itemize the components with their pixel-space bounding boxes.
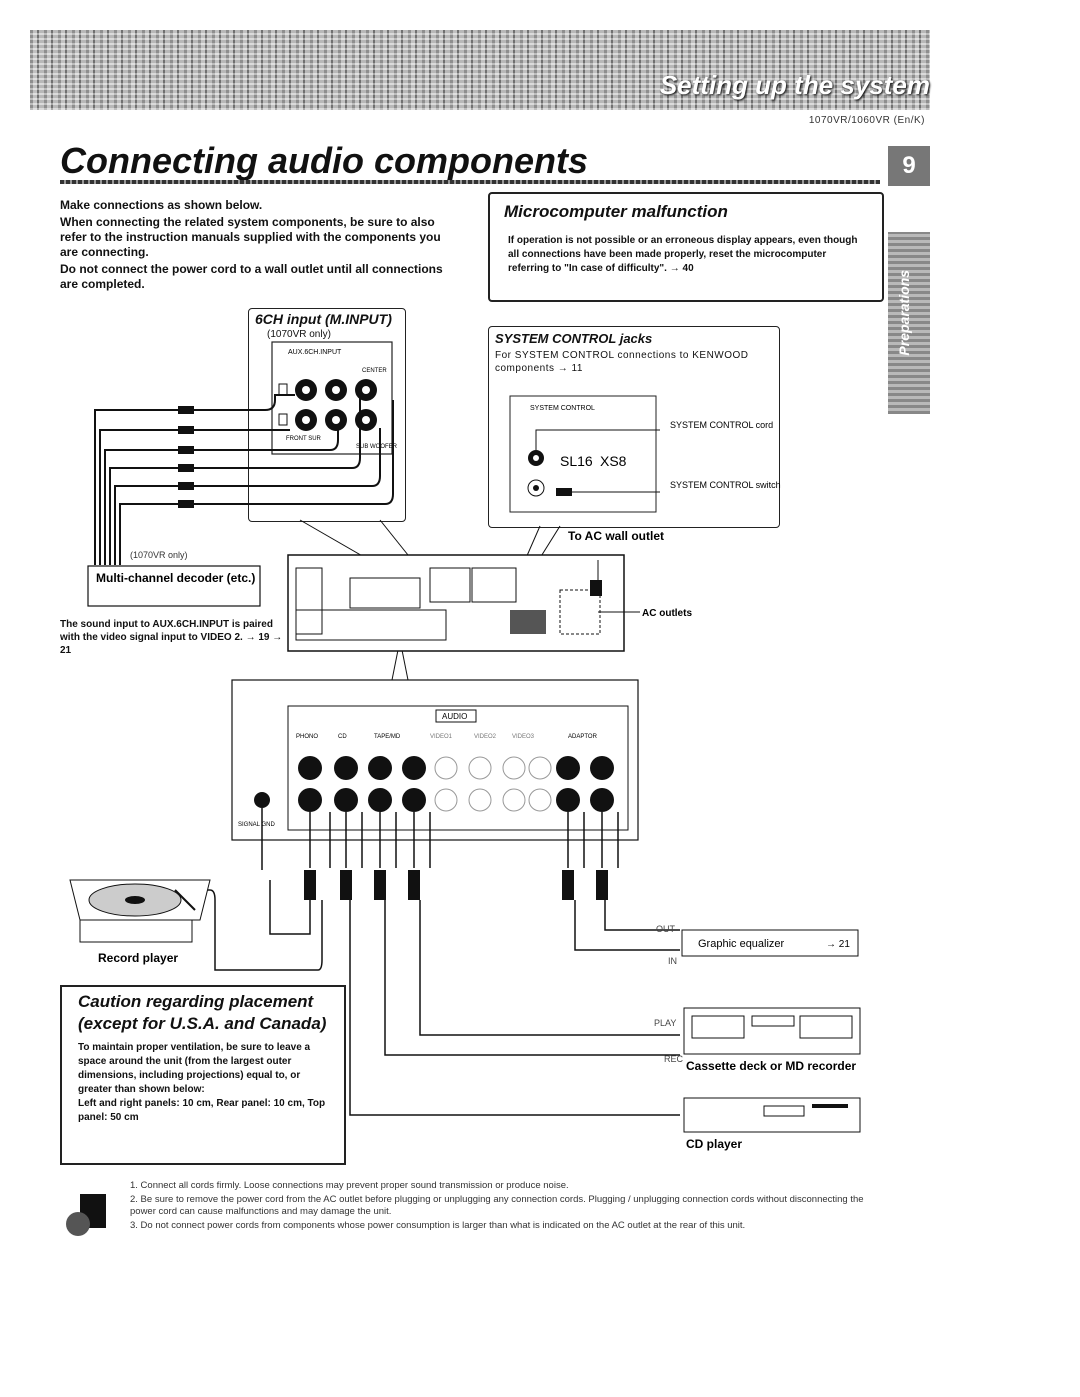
- header-band: [30, 30, 930, 110]
- six-ch-panel-label: AUX.6CH.INPUT: [288, 349, 342, 356]
- rca-plugs: [304, 870, 608, 900]
- audio-panel: AUDIO PHONO CD TAPE/MD VIDEO1 VIDEO2 VID…: [231, 679, 639, 841]
- jack-label-video1: VIDEO1: [430, 734, 453, 740]
- graphic-eq-box: [681, 929, 859, 957]
- caution-box: Caution regarding placement (except for U…: [60, 985, 346, 1165]
- notes: 1. Connect all cords firmly. Loose conne…: [130, 1180, 890, 1234]
- caution-body: To maintain proper ventilation, be sure …: [78, 1042, 311, 1095]
- microcomputer-ref: → 40: [669, 263, 694, 274]
- jack-label-phono: PHONO: [296, 734, 318, 740]
- sound-input-text: The sound input to AUX.6CH.INPUT is pair…: [60, 619, 273, 643]
- microcomputer-text: If operation is not possible or an erron…: [508, 234, 868, 276]
- note-1: 1. Connect all cords firmly. Loose conne…: [130, 1180, 569, 1191]
- intro-line-1: Make connections as shown below.: [60, 198, 263, 212]
- section-label: Setting up the system: [659, 70, 930, 100]
- system-control-box: SYSTEM CONTROL jacks For SYSTEM CONTROL …: [488, 326, 780, 528]
- graphic-eq-ref: → 21: [826, 939, 850, 950]
- intro-line-3: Do not connect the power cord to a wall …: [60, 262, 443, 291]
- intro-text: Make connections as shown below. When co…: [60, 198, 450, 294]
- microcomputer-box: Microcomputer malfunction If operation i…: [488, 192, 884, 302]
- six-ch-input-box: 6CH input (M.INPUT) (1070VR only): [248, 308, 406, 522]
- jack-label-video2: VIDEO2: [474, 734, 497, 740]
- cd-player-drawing: [683, 1097, 861, 1133]
- caution-dims: Left and right panels: 10 cm, Rear panel…: [78, 1098, 326, 1123]
- system-control-panel-label: SYSTEM CONTROL: [530, 405, 595, 412]
- system-control-cord-label: SYSTEM CONTROL cord: [670, 420, 773, 430]
- sound-input-note: The sound input to AUX.6CH.INPUT is pair…: [60, 618, 285, 657]
- six-ch-only: (1070VR only): [267, 329, 331, 340]
- sub-label: SUB WOOFER: [356, 444, 398, 450]
- side-tab: [888, 232, 930, 414]
- record-player-drawing: [69, 879, 211, 943]
- system-control-switch-label: SYSTEM CONTROL switch: [670, 480, 781, 490]
- system-control-panel: SYSTEM CONTROL SL16 XS8 SYSTEM CONTROL c…: [509, 395, 781, 513]
- system-control-body: For SYSTEM CONTROL connections to KENWOO…: [495, 350, 749, 374]
- caution-title-2: (except for U.S.A. and Canada): [78, 1014, 327, 1033]
- six-ch-panel: AUX.6CH.INPUT CENTER FRONT SUR SUB WOOFE…: [271, 341, 398, 455]
- center-label: CENTER: [362, 368, 387, 374]
- ac-outlets-label: AC outlets: [642, 608, 692, 619]
- decoder-label: Multi-channel decoder (etc.): [96, 571, 255, 585]
- play-label: PLAY: [654, 1018, 676, 1028]
- cd-player-label: CD player: [686, 1137, 742, 1151]
- front-label: FRONT SUR: [286, 436, 322, 442]
- note-2: 2. Be sure to remove the power cord from…: [130, 1194, 864, 1217]
- signal-gnd-label: SIGNAL GND: [238, 822, 275, 828]
- sound-input-ref: → 19 → 21: [60, 632, 283, 656]
- graphic-eq-label: Graphic equalizer: [698, 938, 785, 950]
- sl16-badge: SL16: [560, 453, 593, 469]
- record-player-label: Record player: [98, 951, 178, 965]
- audio-cables: [200, 808, 680, 1116]
- note-3: 3. Do not connect power cords from compo…: [130, 1220, 746, 1231]
- jack-label-video3: VIDEO3: [512, 734, 535, 740]
- rec-label: REC: [664, 1054, 684, 1064]
- system-control-ref: → 11: [557, 363, 583, 374]
- jack-label-cd: CD: [338, 734, 347, 740]
- in-label: IN: [668, 956, 677, 966]
- caution-title: Caution regarding placement (except for U…: [78, 991, 326, 1035]
- page-number: 9: [888, 146, 930, 186]
- system-control-title: SYSTEM CONTROL jacks: [495, 331, 653, 346]
- intro-line-2: When connecting the related system compo…: [60, 215, 441, 259]
- ac-wall-label: To AC wall outlet: [568, 529, 664, 543]
- title-rule: [60, 180, 880, 184]
- microcomputer-title: Microcomputer malfunction: [504, 202, 728, 221]
- only-1070-label: (1070VR only): [130, 550, 188, 560]
- xs8-badge: XS8: [600, 453, 627, 469]
- cassette-label: Cassette deck or MD recorder: [686, 1059, 856, 1073]
- system-control-text: For SYSTEM CONTROL connections to KENWOO…: [495, 349, 765, 375]
- six-ch-cables: [94, 394, 394, 565]
- jack-label-adaptor: ADAPTOR: [568, 734, 598, 740]
- cassette-deck-drawing: [683, 1007, 861, 1055]
- microcomputer-body: If operation is not possible or an erron…: [508, 235, 858, 274]
- notes-icon: [66, 1194, 106, 1236]
- jack-label-tape: TAPE/MD: [374, 734, 401, 740]
- caution-text: To maintain proper ventilation, be sure …: [78, 1041, 334, 1125]
- page-title: Connecting audio components: [60, 140, 588, 181]
- receiver-rear: [287, 554, 640, 652]
- model-number: 1070VR/1060VR (En/K): [808, 115, 925, 126]
- audio-panel-label: AUDIO: [442, 712, 467, 721]
- decoder-box: [87, 565, 261, 607]
- caution-title-1: Caution regarding placement: [78, 992, 314, 1011]
- six-ch-title: 6CH input (M.INPUT): [255, 311, 392, 327]
- out-label: OUT: [656, 924, 676, 934]
